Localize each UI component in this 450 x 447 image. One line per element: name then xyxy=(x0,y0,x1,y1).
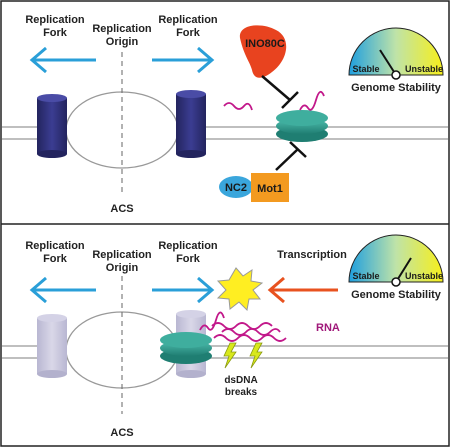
dsdna-break-bolt-2 xyxy=(249,342,263,369)
dsdna-label-line1: dsDNA xyxy=(224,375,257,386)
nc2-mot1-inhibition xyxy=(275,141,307,171)
bottom-origin-label-line1: Replication xyxy=(92,249,152,261)
top-gauge-stable-label: Stable xyxy=(352,64,379,74)
bottom-mcm-left xyxy=(37,314,67,378)
bottom-gauge-unstable-label: Unstable xyxy=(405,271,443,281)
ino80c-label: INO80C xyxy=(245,38,285,50)
top-rna-squiggle xyxy=(223,102,253,111)
bottom-left-fork-arrow xyxy=(29,276,96,304)
bottom-right-fork-label-line1: Replication xyxy=(158,240,218,252)
mot1-label: Mot1 xyxy=(257,183,283,195)
top-acs-label: ACS xyxy=(110,203,133,215)
top-rna-from-nucleosome xyxy=(299,90,325,111)
bottom-acs-label: ACS xyxy=(110,427,133,439)
bottom-rna-squiggles xyxy=(199,311,287,342)
top-left-fork-arrow xyxy=(29,46,96,74)
top-mcm-right xyxy=(176,90,206,158)
top-left-fork-label-line2: Fork xyxy=(43,27,68,39)
top-origin-label-line2: Origin xyxy=(106,36,139,48)
top-gauge-unstable-label: Unstable xyxy=(405,64,443,74)
ino80c-complex: INO80C xyxy=(239,25,287,78)
bottom-right-fork-label-line2: Fork xyxy=(176,253,201,265)
bottom-panel: Replication Fork Replication Origin Repl… xyxy=(2,234,448,439)
top-right-fork-arrow xyxy=(152,46,215,74)
top-genome-stability-gauge: Stable Unstable Genome Stability xyxy=(348,27,444,94)
bottom-left-fork-label-line2: Fork xyxy=(43,253,68,265)
top-right-fork-label-line1: Replication xyxy=(158,14,218,26)
top-origin-label-line1: Replication xyxy=(92,23,152,35)
bottom-gauge-stable-label: Stable xyxy=(352,271,379,281)
nc2-mot1-complex: NC2 Mot1 xyxy=(219,173,289,202)
top-replication-bubble xyxy=(65,91,179,169)
top-gauge-needle xyxy=(379,49,397,76)
bottom-left-fork-label-line1: Replication xyxy=(25,240,85,252)
top-nucleosome xyxy=(276,110,328,142)
bottom-genome-stability-gauge: Stable Unstable Genome Stability xyxy=(348,234,444,301)
collision-star xyxy=(216,267,264,312)
dsdna-break-bolt-1 xyxy=(223,342,237,369)
top-left-fork-label-line1: Replication xyxy=(25,14,85,26)
top-panel: Replication Fork Replication Origin Repl… xyxy=(2,14,448,215)
transcription-label: Transcription xyxy=(277,249,347,261)
ino80c-inhibition xyxy=(261,75,299,109)
bottom-origin-label-line2: Origin xyxy=(106,262,139,274)
top-mcm-left xyxy=(37,94,67,158)
transcription-arrow xyxy=(267,276,338,304)
bottom-gauge-title: Genome Stability xyxy=(351,289,442,301)
rna-label: RNA xyxy=(316,322,340,334)
top-right-fork-label-line2: Fork xyxy=(176,27,201,39)
dsdna-label-line2: breaks xyxy=(225,387,258,398)
bottom-right-fork-arrow xyxy=(152,276,215,304)
bottom-nucleosome xyxy=(160,332,212,364)
top-gauge-title: Genome Stability xyxy=(351,82,442,94)
nc2-label: NC2 xyxy=(225,182,247,194)
